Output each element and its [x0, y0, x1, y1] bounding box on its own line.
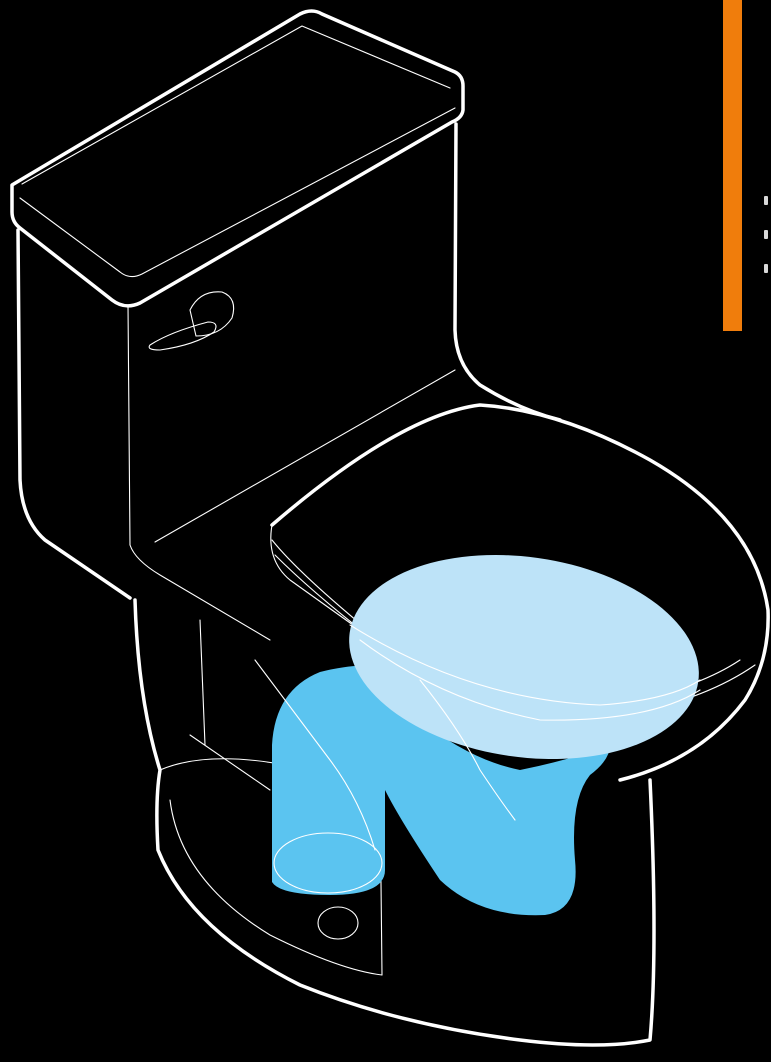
- tank-lid: [12, 11, 463, 306]
- drain-hole: [318, 907, 358, 939]
- accent-bar: [723, 0, 742, 331]
- flush-handle: [149, 292, 234, 350]
- trapway-outlet: [274, 833, 382, 893]
- edge-marks: [764, 196, 771, 300]
- tank-body: [18, 124, 560, 598]
